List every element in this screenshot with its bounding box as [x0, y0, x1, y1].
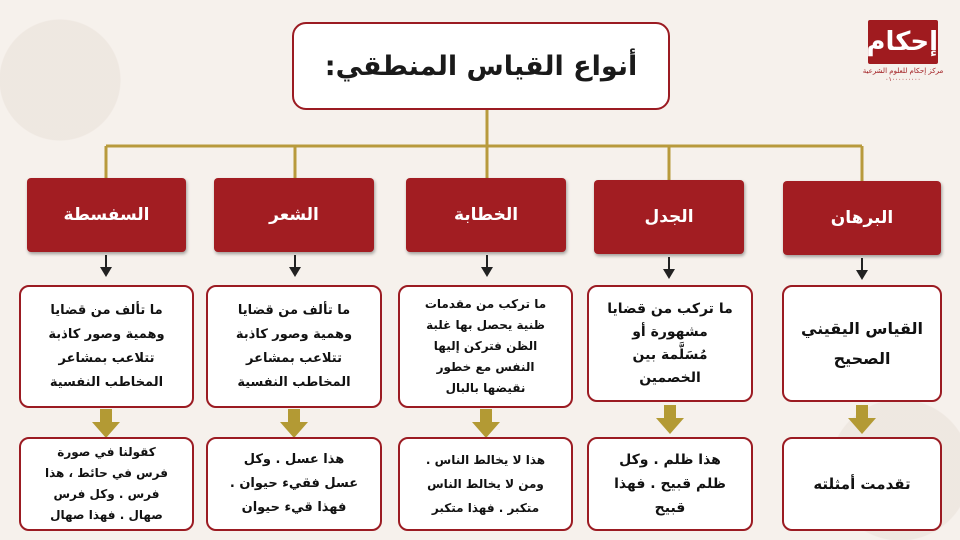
header-shir: الشعر [214, 178, 374, 252]
logo-phone: ٠١٠٠٠٠٠٠٠٠٠ [885, 76, 921, 83]
arrow-down-icon [280, 409, 308, 439]
definition-khataba: ما تركب من مقدمات ظنية يحصل بها غلبة الظ… [398, 285, 573, 408]
example-safsata: كقولنا في صورة فرس في حائط ، هذا فرس . و… [19, 437, 194, 531]
title-text: أنواع القياس المنطقي: [324, 50, 638, 82]
header-burhan: البرهان [783, 181, 941, 255]
arrow-down-icon [848, 405, 876, 435]
definition-burhan: القياس اليقيني الصحيح [782, 285, 942, 402]
arrow-down-icon [656, 405, 684, 435]
arrow-down-icon [472, 409, 500, 439]
header-safsata: السفسطة [27, 178, 186, 252]
header-jadal: الجدل [594, 180, 744, 254]
example-burhan: تقدمت أمثلته [782, 437, 942, 531]
definition-jadal: ما تركب من قضايا مشهورة أو مُسَلَّمة بين… [587, 285, 753, 402]
arrow-down-icon [663, 257, 675, 279]
example-jadal: هذا ظلم . وكل ظلم قبيح . فهذا قبيح [587, 437, 753, 531]
header-khataba: الخطابة [406, 178, 566, 252]
example-shir: هذا عسل . وكل عسل فقيء حيوان . فهذا قيء … [206, 437, 382, 531]
arrow-down-icon [289, 255, 301, 277]
logo-subtitle: مركز إحكام للعلوم الشرعية [862, 67, 944, 75]
arrow-down-icon [92, 409, 120, 439]
arrow-down-icon [481, 255, 493, 277]
logo: إحكام مركز إحكام للعلوم الشرعية ٠١٠٠٠٠٠٠… [862, 20, 944, 94]
definition-safsata: ما تألف من قضايا وهمية وصور كاذبة تتلاعب… [19, 285, 194, 408]
diagram-title: أنواع القياس المنطقي: [292, 22, 670, 110]
logo-mark: إحكام [866, 20, 938, 64]
example-khataba: هذا لا يخالط الناس . ومن لا يخالط الناس … [398, 437, 573, 531]
definition-shir: ما تألف من قضايا وهمية وصور كاذبة تتلاعب… [206, 285, 382, 408]
arrow-down-icon [100, 255, 112, 277]
arrow-down-icon [856, 258, 868, 280]
